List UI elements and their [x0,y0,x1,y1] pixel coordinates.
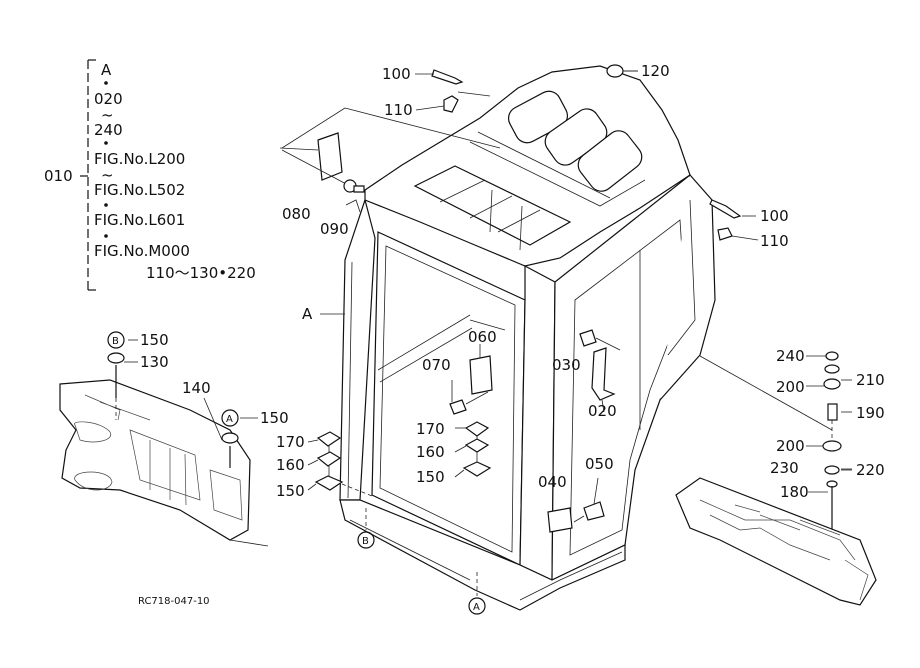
marker-A-label: A [473,602,480,613]
ref-marker-B-bottom: B [357,531,375,549]
callout-100: 100 [382,65,411,83]
callout-090: 090 [320,220,349,238]
callout-200-lower: 200 [776,437,805,455]
legend-line: ~ [101,106,114,124]
ref-marker-A-bottom: A [468,597,486,615]
bolt-050 [573,477,605,523]
callout-A: A [302,305,313,323]
legend-line: A [101,61,112,79]
grommet-030 [579,329,621,351]
legend-line: 240 [94,121,123,139]
leader-lines [115,70,852,596]
chassis-right [675,477,877,606]
bolt-110-top [415,91,491,113]
callout-labels: 100 110 120 080 090 100 110 A 060 070 03… [140,62,885,501]
callout-130: 130 [140,353,169,371]
callout-170-left: 170 [276,433,305,451]
callout-240: 240 [776,347,805,365]
callout-060: 060 [468,328,497,346]
mount-hardware-right [699,351,842,551]
pin-100-top [415,69,464,85]
marker-B-label: B [112,336,119,347]
legend-line: FIG.No.M000 [94,242,190,260]
callout-110: 110 [384,101,413,119]
callout-170-center: 170 [416,420,445,438]
legend-line: 020 [94,90,123,108]
ref-marker-A-top: A [221,409,239,427]
callout-070: 070 [422,356,451,374]
callout-030: 030 [552,356,581,374]
legend-line: FIG.No.L601 [94,211,185,229]
callout-190: 190 [856,404,885,422]
bullet-dot [104,141,108,145]
callout-150-A: 150 [260,409,289,427]
callout-080: 080 [282,205,311,223]
washer-stack-center [462,421,492,477]
callout-160-left: 160 [276,456,305,474]
marker-B-label: B [362,536,369,547]
callout-150-B: 150 [140,331,169,349]
cab-frame [339,65,716,611]
callout-120: 120 [641,62,670,80]
bullet-dot [104,234,108,238]
bullet-dot [104,81,108,85]
bolt-110-right [717,227,759,241]
chassis-left [59,352,269,547]
bolt-090 [343,179,365,213]
bullet-dot [104,203,108,207]
callout-210: 210 [856,371,885,389]
legend-line: 110～130•220 [146,264,256,282]
legend-line: ~ [101,166,114,184]
plate-080 [279,107,501,187]
callout-110-right: 110 [760,232,789,250]
callout-220: 220 [856,461,885,479]
callout-050: 050 [585,455,614,473]
plate-040 [547,507,573,533]
callout-020: 020 [588,402,617,420]
legend-line: FIG.No.L502 [94,181,185,199]
marker-A-label: A [226,414,233,425]
u-bolt-020 [591,347,616,413]
washer-stack-left [314,431,373,497]
callout-160-center: 160 [416,443,445,461]
ref-marker-B-top: B [107,331,125,349]
callout-100-right: 100 [760,207,789,225]
bolt-070 [449,380,489,415]
callout-200-upper: 200 [776,378,805,396]
callout-180: 180 [780,483,809,501]
legend-ref-label: 010 [44,167,73,185]
plate-060 [469,344,493,395]
legend-line: FIG.No.L200 [94,150,185,168]
drawing-code: RC718-047-10 [138,596,210,607]
callout-150-left: 150 [276,482,305,500]
callout-150-center: 150 [416,468,445,486]
pin-100-right [709,199,742,219]
callout-230: 230 [770,459,799,477]
callout-140: 140 [182,379,211,397]
legend-block: 010 A 020 ~ 240 FIG.No.L200 ~ FIG.No.L50… [44,59,256,291]
callout-040: 040 [538,473,567,491]
